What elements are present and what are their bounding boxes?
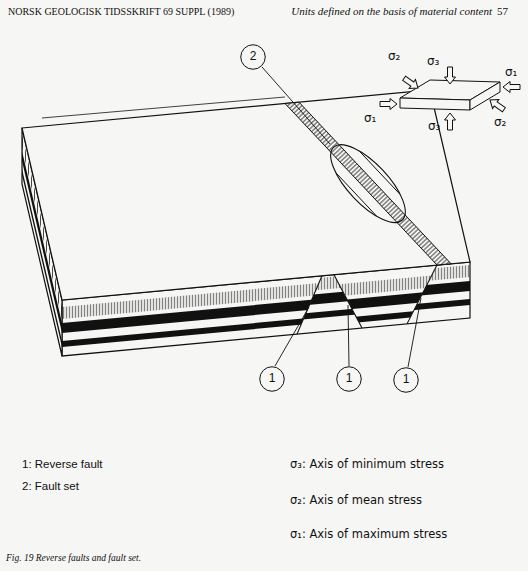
stress-arrows [380,67,520,130]
callout-circle: 1 [393,367,419,393]
stress-label: σ₁ [505,66,517,80]
top-surface [22,90,470,300]
key-entry: σ₁: Axis of maximum stress [290,528,447,541]
stress-label: σ₂ [388,50,400,64]
key-entry: σ₂: Axis of mean stress [290,494,422,507]
callout-number: 1 [403,373,410,386]
key-entry: 1: Reverse fault [22,458,103,471]
running-head: NORSK GEOLOGISK TIDSSKRIFT 69 SUPPL (198… [8,6,234,18]
page-number: 57 [497,5,508,18]
callout-circle: 2 [240,44,266,70]
stress-label: σ₃ [427,55,439,69]
figure-caption: Fig. 19 Reverse faults and fault set. [6,553,141,564]
stress-label: σ₁ [364,112,376,126]
callout-number: 1 [269,372,276,385]
running-head: Units defined on the basis of material c… [291,5,492,18]
stress-label: σ₂ [494,116,506,130]
callout-number: 1 [346,372,353,385]
leader-lines [262,67,421,367]
key-entry: σ₃: Axis of minimum stress [290,458,444,471]
fault-set-ellipse [319,133,417,233]
stress-label: σ₃ [428,120,440,134]
callout-circle: 1 [336,366,362,392]
key-entry: 2: Fault set [22,480,79,493]
callout-circle: 1 [259,366,285,392]
callout-number: 2 [250,50,257,63]
